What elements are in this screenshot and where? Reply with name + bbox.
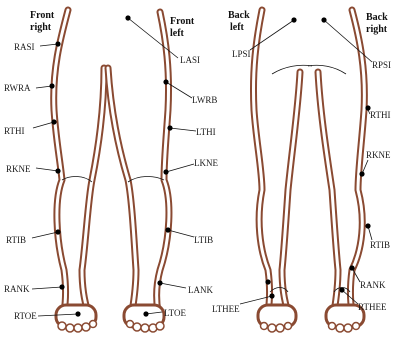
label-lthi: LTHI <box>196 127 216 137</box>
label-rwra: RWRA <box>4 83 31 93</box>
label-lkne: LKNE <box>194 158 218 168</box>
marker-lkne: LKNE <box>163 158 218 175</box>
view-title-back-left-line2: left <box>230 22 245 33</box>
marker-rtib-back: RTIB <box>365 223 390 250</box>
label-rpsi: RPSI <box>372 60 391 70</box>
label-rank-back: RANK <box>360 280 386 290</box>
view-title-front-left-line1: Front <box>170 16 195 27</box>
marker-rkne: RKNE <box>6 164 61 174</box>
label-rtoe: RTOE <box>14 311 37 321</box>
label-rank: RANK <box>4 284 30 294</box>
label-ltib: LTIB <box>194 235 213 245</box>
view-title-back-right-line1: Back <box>366 12 388 23</box>
view-title-back-right-line2: right <box>366 24 388 35</box>
label-rkne-back: RKNE <box>366 150 391 160</box>
label-rthi: RTHI <box>4 126 24 136</box>
front-right-leg <box>54 10 104 332</box>
label-rkne: RKNE <box>6 164 31 174</box>
marker-rank: RANK <box>4 284 65 294</box>
marker-rthi-back: RTHI <box>365 105 390 120</box>
marker-ltib: LTIB <box>165 227 213 245</box>
marker-rkne-back: RKNE <box>359 150 391 177</box>
back-left-leg <box>253 10 312 332</box>
label-rtib-back: RTIB <box>370 240 390 250</box>
label-rthi-back: RTHI <box>370 110 390 120</box>
marker-rasi: RASI <box>14 41 61 52</box>
view-title-back-left-line1: Back <box>228 10 250 21</box>
label-lasi: LASI <box>180 55 200 65</box>
label-lwrb: LWRB <box>192 95 217 105</box>
label-rtib: RTIB <box>6 235 26 245</box>
label-lpsi: LPSI <box>232 49 251 59</box>
view-title-front-right-line2: right <box>30 22 52 33</box>
label-rasi: RASI <box>14 42 35 52</box>
label-rthee: RTHEE <box>358 302 387 312</box>
marker-lank: LANK <box>157 280 213 295</box>
back-right-leg <box>308 10 364 332</box>
label-lank: LANK <box>188 285 213 295</box>
label-lthee: LTHEE <box>212 304 240 314</box>
marker-rthi: RTHI <box>4 119 57 136</box>
marker-rwra: RWRA <box>4 83 55 93</box>
view-title-front-right-line1: Front <box>30 10 55 21</box>
view-title-front-left-line2: left <box>170 28 185 39</box>
marker-lthi: LTHI <box>167 125 215 137</box>
label-ltoe: LTOE <box>164 308 187 318</box>
marker-rtib: RTIB <box>6 229 61 245</box>
